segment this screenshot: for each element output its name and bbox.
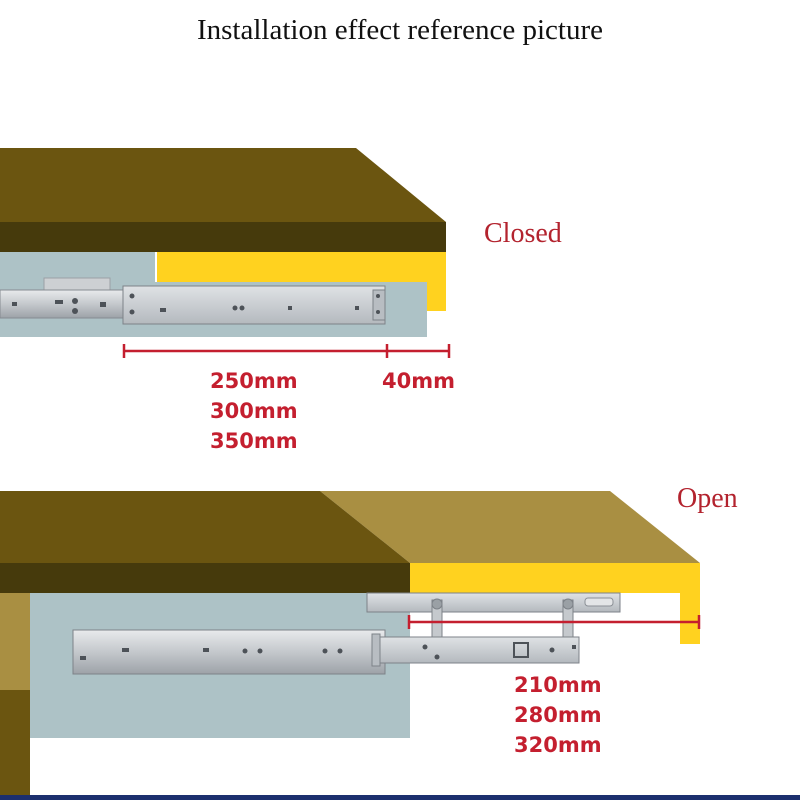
closed-slide-holes [12, 293, 380, 315]
closed-extra-length: 40mm [382, 369, 455, 393]
open-diagram [0, 491, 701, 795]
closed-slide-inner [122, 285, 386, 325]
open-cabinet-top [0, 491, 410, 563]
closed-drawer-lengths: 250mm 300mm 350mm [210, 366, 298, 456]
closed-length-2: 300mm [210, 399, 298, 423]
closed-label: Closed [484, 218, 562, 249]
closed-cabinet-edge [0, 222, 446, 252]
closed-drawer-front [157, 252, 446, 311]
page-title: Installation effect reference picture [196, 14, 604, 46]
closed-dimension-line [122, 344, 451, 358]
open-dimension-line [407, 615, 701, 629]
open-slide-inner [375, 636, 580, 664]
open-length-3: 320mm [514, 733, 602, 757]
open-cabinet-side [0, 593, 30, 690]
closed-length-1: 250mm [210, 369, 298, 393]
open-slide-end [371, 633, 381, 667]
closed-cabinet-top [0, 148, 446, 222]
closed-slide-outer [0, 289, 131, 319]
open-drawer-rail [366, 592, 621, 613]
open-cabinet-edge [0, 563, 410, 593]
open-label: Open [677, 483, 738, 514]
open-drawer-front [410, 563, 700, 644]
closed-bracket [43, 277, 111, 291]
open-extension-lengths: 210mm 280mm 320mm [514, 670, 602, 760]
open-slide-holes [80, 642, 576, 660]
open-cabinet-side-lower [0, 690, 30, 795]
open-rail-tab [584, 597, 614, 607]
open-length-1: 210mm [514, 673, 602, 697]
open-length-2: 280mm [514, 703, 602, 727]
closed-diagram [0, 148, 451, 358]
open-drawer-top [320, 491, 700, 563]
closed-slide-end [372, 289, 386, 321]
bottom-bar [0, 795, 800, 800]
closed-length-3: 350mm [210, 429, 298, 453]
